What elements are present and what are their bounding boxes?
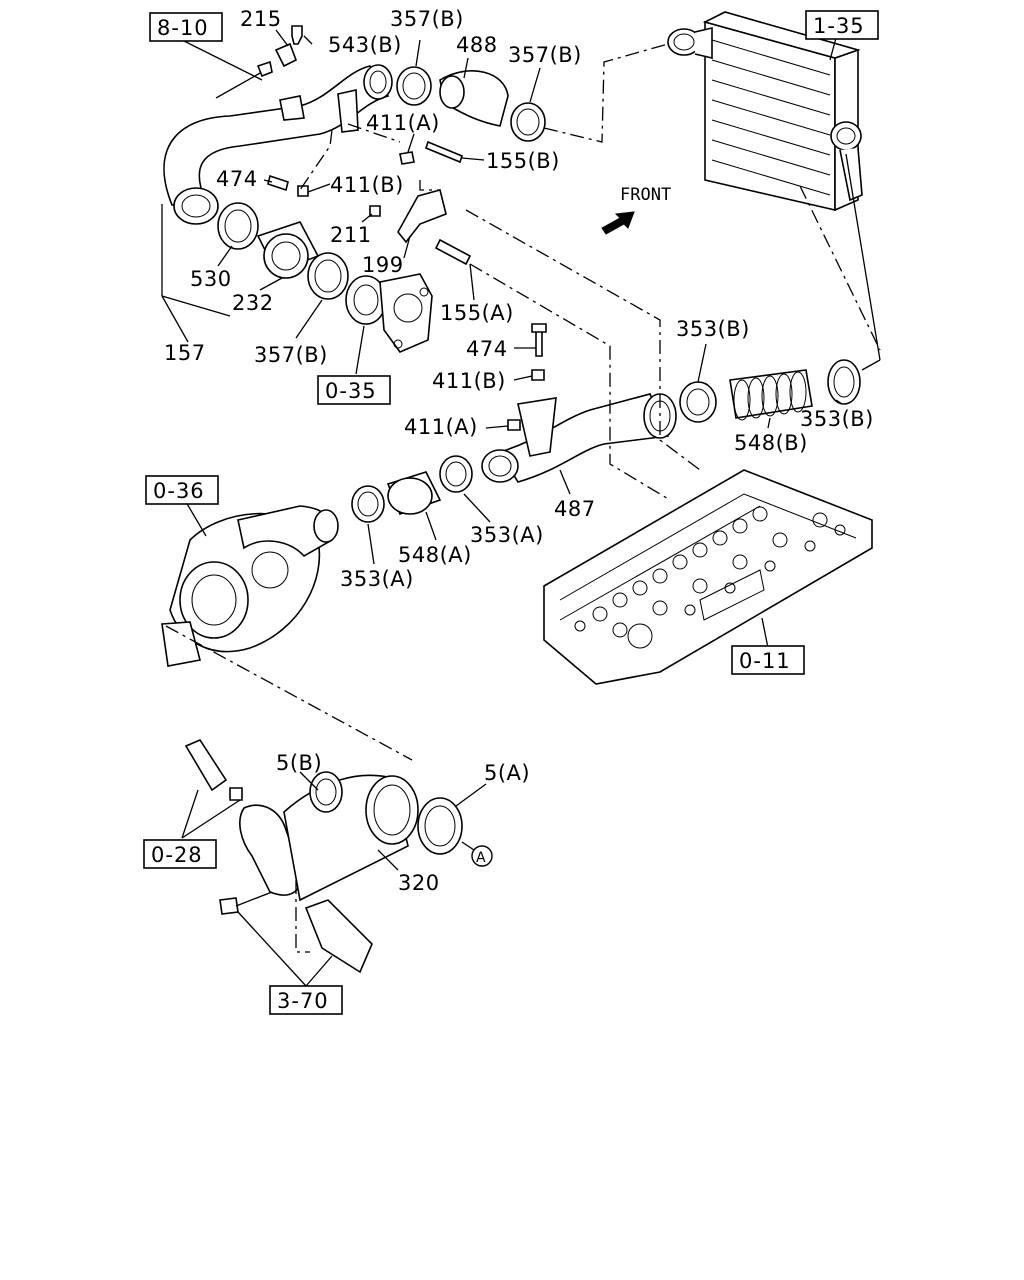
- callout-411a-mid: 411(A): [404, 415, 478, 439]
- ref-8-10-label: 8-10: [157, 16, 209, 40]
- ref-8-10[interactable]: 8-10: [149, 12, 223, 42]
- callout-215: 215: [240, 7, 282, 31]
- callout-5b: 5(B): [276, 751, 322, 775]
- callout-530: 530: [190, 267, 232, 291]
- clamps-and-sleeve-drawing: [217, 202, 349, 300]
- callout-155b: 155(B): [486, 149, 560, 173]
- intercooler-drawing: [667, 11, 863, 212]
- ref-0-11-label: 0-11: [739, 649, 791, 673]
- callout-labels: 215 543(B) 357(B) 488 357(B) 411(A) 155(…: [164, 7, 874, 895]
- ref-0-35[interactable]: 0-35: [317, 375, 391, 405]
- callout-353b-right: 353(B): [800, 407, 874, 431]
- turbocharger-drawing: [161, 505, 339, 667]
- callout-357b-top: 357(B): [390, 7, 464, 31]
- callout-487: 487: [554, 497, 596, 521]
- ref-1-35-label: 1-35: [813, 14, 865, 38]
- front-label: FRONT: [620, 185, 671, 205]
- callout-353a-right: 353(A): [470, 523, 544, 547]
- routing-lines: [165, 43, 881, 953]
- callout-474-top: 474: [216, 167, 258, 191]
- fasteners-top-drawing: [215, 25, 547, 431]
- ref-3-70[interactable]: 3-70: [269, 985, 343, 1015]
- ref-0-36[interactable]: 0-36: [145, 475, 219, 505]
- callout-488: 488: [456, 33, 498, 57]
- callout-155a: 155(A): [440, 301, 514, 325]
- throttle-body-drawing: [345, 273, 433, 353]
- ref-0-36-label: 0-36: [153, 479, 205, 503]
- callout-353a-left: 353(A): [340, 567, 414, 591]
- hose-548b-drawing: [729, 359, 861, 421]
- callout-411b-top: 411(B): [330, 173, 404, 197]
- front-arrow-icon: [601, 211, 635, 235]
- ref-3-70-label: 3-70: [277, 989, 329, 1013]
- hose-548a-drawing: [351, 455, 473, 523]
- callout-157: 157: [164, 341, 206, 365]
- callout-199: 199: [362, 253, 404, 277]
- callout-232: 232: [232, 291, 274, 315]
- callout-411a-top: 411(A): [366, 111, 440, 135]
- reference-boxes: 8-10 1-35 0-35 0-36 0-11 0-28 3-70: [143, 10, 879, 1015]
- upper-hose-157-drawing: [163, 64, 393, 225]
- callout-357b-right: 357(B): [508, 43, 582, 67]
- callout-548a: 548(A): [398, 543, 472, 567]
- callout-474-mid: 474: [466, 337, 508, 361]
- ref-1-35[interactable]: 1-35: [805, 10, 879, 40]
- connector-mark-a: A: [471, 845, 493, 867]
- callout-548b: 548(B): [734, 431, 808, 455]
- pipe-488-drawing: [396, 66, 546, 142]
- cylinder-head-drawing: [543, 469, 873, 685]
- callout-320: 320: [398, 871, 440, 895]
- pipe-487-drawing: [481, 381, 717, 483]
- callout-543b: 543(B): [328, 33, 402, 57]
- callout-353b-left: 353(B): [676, 317, 750, 341]
- callout-411b-mid: 411(B): [432, 369, 506, 393]
- leader-lines: [161, 29, 881, 987]
- callout-357b-bottom: 357(B): [254, 343, 328, 367]
- intake-320-drawing: [184, 738, 463, 974]
- connector-mark-a-label: A: [476, 850, 486, 866]
- callout-211: 211: [330, 223, 372, 247]
- ref-0-35-label: 0-35: [325, 379, 377, 403]
- ref-0-11[interactable]: 0-11: [731, 645, 805, 675]
- ref-0-28-label: 0-28: [151, 843, 203, 867]
- callout-5a: 5(A): [484, 761, 530, 785]
- ref-0-28[interactable]: 0-28: [143, 839, 217, 869]
